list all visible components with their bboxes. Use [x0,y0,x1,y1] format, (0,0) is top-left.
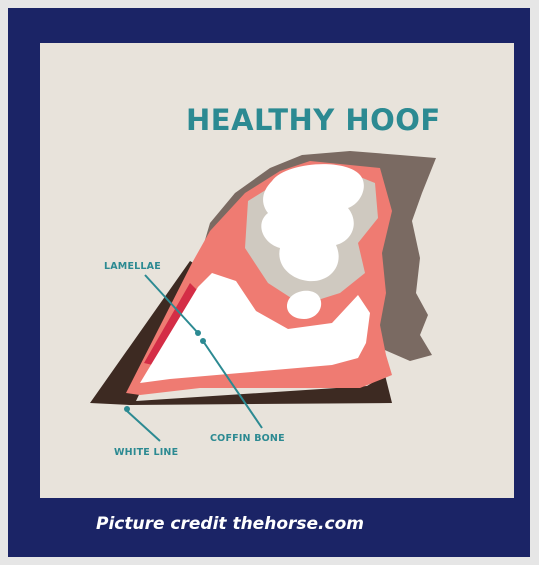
white-line-pointer-dot [124,406,130,412]
lamellae-pointer-dot [195,330,201,336]
label-lamellae: LAMELLAE [104,261,161,272]
label-white-line: WHITE LINE [114,447,178,458]
diagram-panel: HEALTHY HOOF LAMELLAE COFFIN BONE WHITE … [40,43,514,498]
diagram-title: HEALTHY HOOF [186,103,486,137]
white-line-pointer [127,411,160,441]
outer-frame: HEALTHY HOOF LAMELLAE COFFIN BONE WHITE … [8,8,530,557]
label-coffin-bone: COFFIN BONE [210,433,285,444]
picture-credit-caption: Picture credit thehorse.com [96,514,456,534]
coffin-bone-pointer-dot [200,338,206,344]
